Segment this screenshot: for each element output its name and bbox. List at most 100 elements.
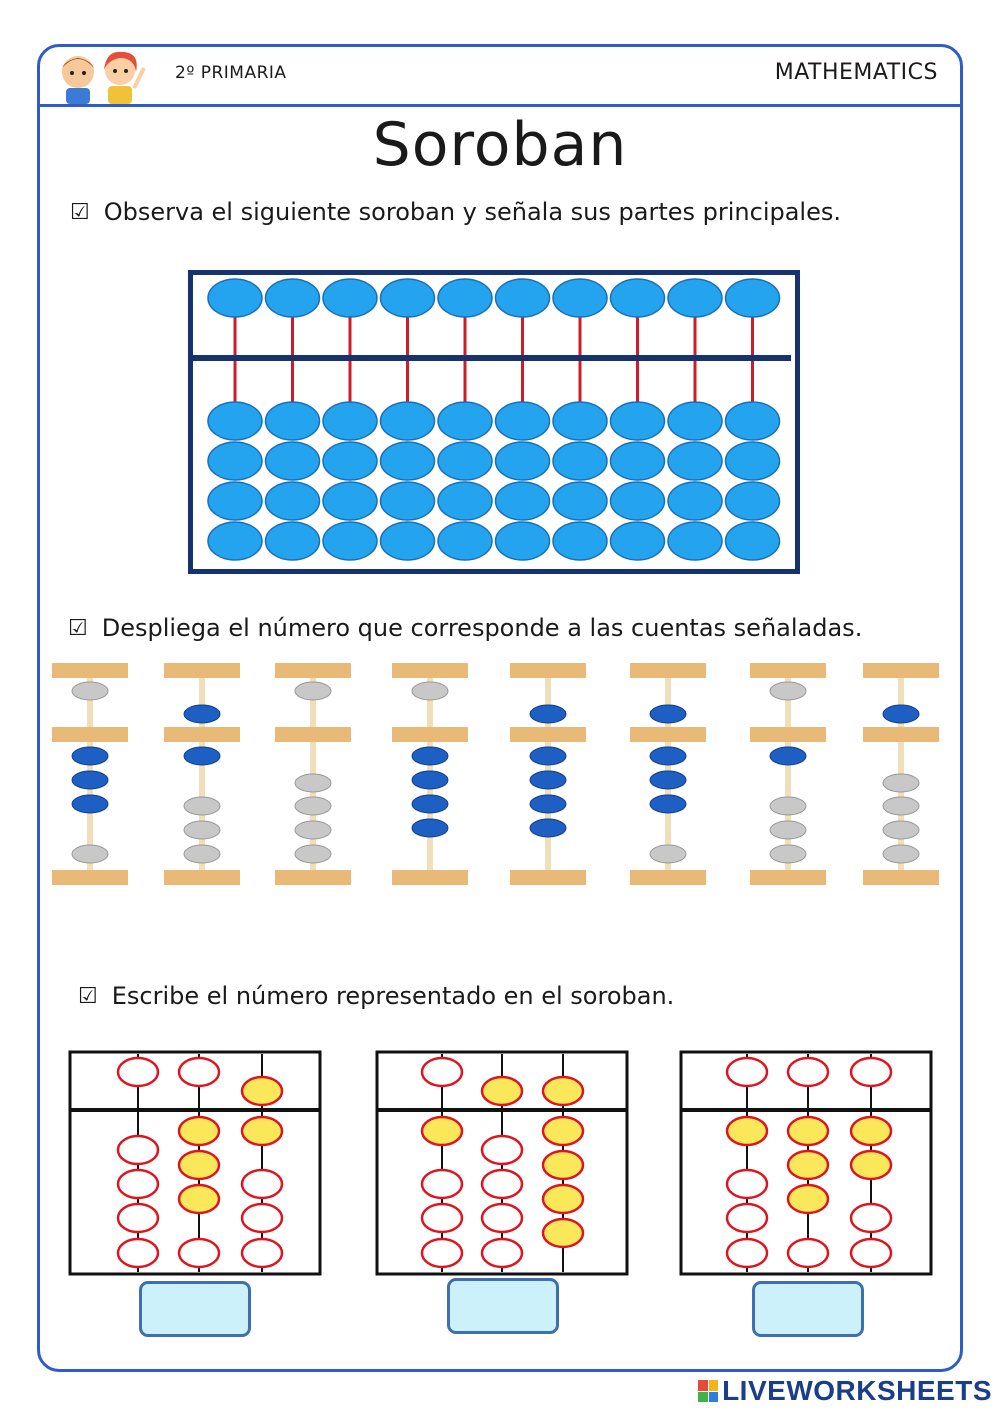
top-bar bbox=[52, 663, 128, 678]
lower-bead-active bbox=[529, 794, 567, 814]
soroban-column bbox=[863, 663, 939, 885]
lower-bead bbox=[494, 401, 551, 441]
lower-bead-active bbox=[71, 794, 109, 814]
lower-bead bbox=[649, 844, 687, 864]
lower-bead bbox=[183, 844, 221, 864]
small-reckoning-bar bbox=[70, 1108, 320, 1112]
small-soroban bbox=[375, 1050, 629, 1276]
answer-box-3[interactable] bbox=[752, 1281, 864, 1337]
brand-icon bbox=[698, 1380, 719, 1402]
middle-bar bbox=[392, 727, 468, 742]
top-bar bbox=[275, 663, 351, 678]
upper-bead bbox=[494, 278, 551, 318]
lower-bead-active bbox=[177, 1183, 221, 1215]
lower-bead bbox=[294, 820, 332, 840]
checkbox-icon: ☑ bbox=[68, 615, 88, 641]
lower-bead bbox=[609, 441, 666, 481]
instruction-2: ☑ Despliega el número que corresponde a … bbox=[68, 614, 862, 642]
middle-bar bbox=[863, 727, 939, 742]
grade-label: 2º PRIMARIA bbox=[175, 63, 287, 83]
upper-bead bbox=[411, 681, 449, 701]
lower-bead bbox=[667, 401, 723, 441]
bottom-bar bbox=[164, 870, 240, 885]
lower-bead bbox=[480, 1202, 524, 1234]
lower-bead bbox=[849, 1202, 893, 1234]
bottom-bar bbox=[510, 870, 586, 885]
upper-bead bbox=[207, 278, 263, 318]
bottom-bar bbox=[863, 870, 939, 885]
lower-bead-active bbox=[411, 794, 449, 814]
lower-bead-active bbox=[411, 818, 449, 838]
lower-bead-active bbox=[177, 1149, 221, 1181]
lower-bead-active bbox=[786, 1115, 830, 1147]
lower-bead bbox=[724, 521, 781, 561]
lower-bead bbox=[116, 1202, 160, 1234]
lower-bead bbox=[437, 441, 493, 481]
lower-bead bbox=[609, 401, 666, 441]
lower-bead bbox=[786, 1237, 830, 1269]
lower-bead-active bbox=[71, 746, 109, 766]
lower-bead bbox=[882, 820, 920, 840]
lower-bead bbox=[849, 1237, 893, 1269]
lower-bead bbox=[725, 1168, 769, 1200]
upper-bead-active bbox=[541, 1075, 585, 1107]
lower-bead bbox=[207, 401, 263, 441]
lower-bead bbox=[207, 441, 263, 481]
lower-bead bbox=[379, 521, 436, 561]
middle-bar bbox=[510, 727, 586, 742]
lower-bead bbox=[420, 1237, 464, 1269]
upper-bead bbox=[116, 1056, 160, 1088]
lower-bead-active bbox=[71, 770, 109, 790]
lower-bead bbox=[294, 844, 332, 864]
lower-bead bbox=[379, 401, 436, 441]
lower-bead-active bbox=[541, 1149, 585, 1181]
upper-bead-active bbox=[480, 1075, 524, 1107]
lower-bead bbox=[609, 481, 666, 521]
lower-bead bbox=[116, 1134, 160, 1166]
lower-bead-active bbox=[769, 746, 807, 766]
soroban-column bbox=[392, 663, 468, 885]
lower-bead bbox=[437, 521, 493, 561]
lower-bead bbox=[667, 441, 723, 481]
brand-text: LIVEWORKSHEETS bbox=[722, 1375, 992, 1406]
lower-bead bbox=[379, 481, 436, 521]
lower-bead bbox=[437, 481, 493, 521]
upper-bead bbox=[379, 278, 436, 318]
lower-bead bbox=[240, 1168, 284, 1200]
page-frame bbox=[37, 44, 963, 1372]
answer-box-1[interactable] bbox=[139, 1281, 251, 1337]
lower-bead-active bbox=[420, 1115, 464, 1147]
lower-bead bbox=[437, 401, 493, 441]
lower-bead bbox=[552, 481, 608, 521]
middle-bar bbox=[630, 727, 706, 742]
lower-bead bbox=[322, 521, 378, 561]
upper-bead bbox=[322, 278, 378, 318]
checkbox-icon: ☑ bbox=[70, 199, 90, 225]
lower-bead bbox=[667, 481, 723, 521]
lower-bead bbox=[480, 1237, 524, 1269]
top-bar bbox=[863, 663, 939, 678]
lower-bead bbox=[207, 521, 263, 561]
instruction-text: Observa el siguiente soroban y señala su… bbox=[103, 198, 841, 226]
lower-bead-active bbox=[529, 818, 567, 838]
upper-bead bbox=[786, 1056, 830, 1088]
lower-bead bbox=[769, 820, 807, 840]
bottom-bar bbox=[52, 870, 128, 885]
lower-bead-active bbox=[177, 1115, 221, 1147]
upper-bead-active bbox=[240, 1075, 284, 1107]
bottom-bar bbox=[392, 870, 468, 885]
lower-bead-active bbox=[183, 746, 221, 766]
lower-bead bbox=[882, 773, 920, 793]
lower-bead bbox=[322, 481, 378, 521]
lower-bead-active bbox=[725, 1115, 769, 1147]
upper-bead bbox=[724, 278, 781, 318]
upper-bead bbox=[667, 278, 723, 318]
lower-bead bbox=[71, 844, 109, 864]
lower-bead-active bbox=[786, 1149, 830, 1181]
answer-box-2[interactable] bbox=[447, 1278, 559, 1334]
lower-bead-active bbox=[529, 746, 567, 766]
lower-bead-active bbox=[240, 1115, 284, 1147]
soroban-columns bbox=[52, 663, 939, 885]
brand-logo: LIVEWORKSHEETS bbox=[698, 1375, 992, 1407]
top-bar bbox=[392, 663, 468, 678]
